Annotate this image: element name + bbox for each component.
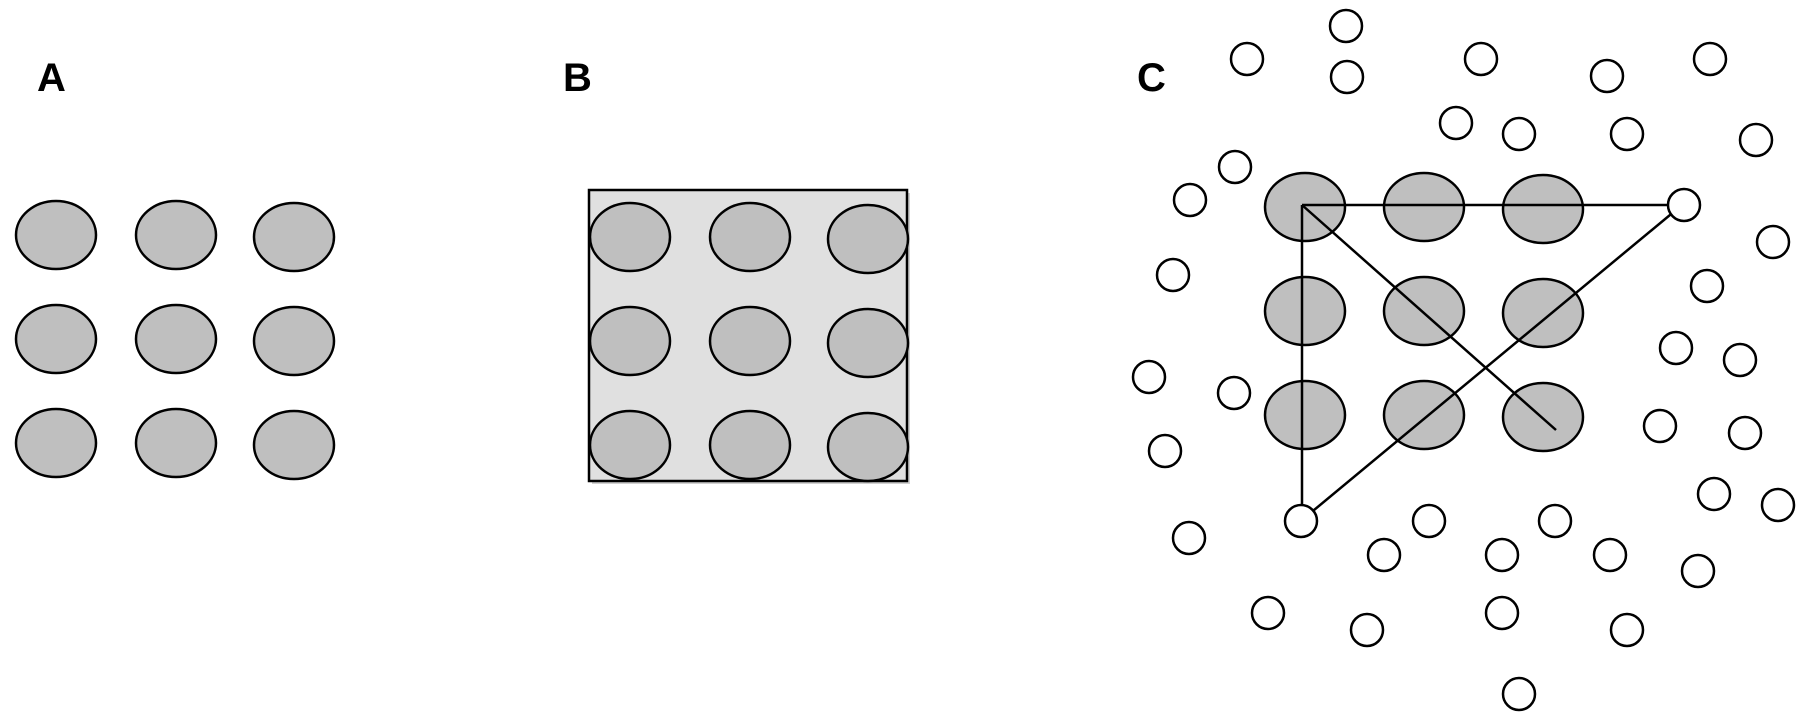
panel-b-circle: [708, 409, 792, 481]
panel-c-small-circle: [1172, 182, 1208, 218]
panel-c-small-circle: [1696, 476, 1732, 512]
panel-a-circle: [134, 303, 218, 375]
panel-a-circle: [252, 409, 336, 481]
panel-b-circle: [588, 201, 672, 273]
panel-c-small-circle: [1537, 503, 1573, 539]
panel-c-line: [1301, 204, 1557, 431]
panel-c-small-circle: [1217, 149, 1253, 185]
panel-c-circle: [1263, 275, 1347, 347]
panel-b-circle: [708, 201, 792, 273]
panel-c-small-circle: [1250, 595, 1286, 631]
panel-c-small-circle: [1689, 268, 1725, 304]
panel-a: A: [14, 56, 336, 481]
panel-c-small-circle: [1609, 116, 1645, 152]
panel-c-small-circle: [1722, 342, 1758, 378]
panel-c-circle: [1382, 379, 1466, 451]
panel-c-small-circle: [1501, 676, 1537, 712]
panel-c-circle-grid: [1263, 171, 1585, 453]
panel-c-small-circle: [1680, 553, 1716, 589]
panel-c-small-circle: [1463, 41, 1499, 77]
panel-c-small-circle: [1755, 224, 1791, 260]
panel-c-small-circle: [1727, 415, 1763, 451]
panel-b-circle: [588, 305, 672, 377]
panel-c-small-circle: [1283, 503, 1319, 539]
panel-b-label: B: [563, 56, 592, 100]
panel-c-triangle-lines: [1300, 203, 1683, 521]
panel-b-circle: [826, 307, 910, 379]
panel-c-small-circle: [1609, 612, 1645, 648]
panel-a-circle: [14, 199, 98, 271]
panel-a-label: A: [37, 56, 66, 100]
panel-a-circle: [134, 199, 218, 271]
panel-a-circle: [134, 407, 218, 479]
panel-c-small-circle: [1411, 503, 1447, 539]
panel-b-circle: [708, 305, 792, 377]
panel-c-small-circle: [1438, 105, 1474, 141]
panel-a-circle: [14, 303, 98, 375]
panel-c-small-circle: [1760, 487, 1796, 523]
panel-a-circle: [14, 407, 98, 479]
panel-c-small-circle: [1147, 433, 1183, 469]
panel-c-small-circle: [1229, 41, 1265, 77]
panel-c-small-circle: [1484, 537, 1520, 573]
panel-c-small-circle: [1484, 595, 1520, 631]
panel-c-label: C: [1137, 56, 1166, 100]
panel-c-small-circle: [1692, 41, 1728, 77]
panel-c-small-circle: [1131, 359, 1167, 395]
panel-b-circle: [588, 409, 672, 481]
panel-c-small-circle: [1738, 122, 1774, 158]
panel-c-small-circle: [1171, 520, 1207, 556]
panel-c-small-circle: [1349, 612, 1385, 648]
panel-b-circle: [826, 203, 910, 275]
panel-c-small-circle: [1501, 116, 1537, 152]
panel-a-circle: [252, 305, 336, 377]
panel-c-small-circle: [1592, 537, 1628, 573]
panel-c: C: [1131, 8, 1796, 712]
panel-c-small-circle: [1328, 8, 1364, 44]
panel-c-small-circle: [1366, 537, 1402, 573]
panel-c-circle: [1263, 379, 1347, 451]
panel-c-small-circle: [1155, 257, 1191, 293]
panel-c-small-circles: [1131, 8, 1796, 712]
panel-b: B: [563, 56, 910, 484]
panel-c-small-circle: [1666, 187, 1702, 223]
panel-b-circle: [826, 411, 910, 483]
panel-c-small-circle: [1216, 375, 1252, 411]
panel-c-circle: [1382, 171, 1466, 243]
panel-c-small-circle: [1589, 58, 1625, 94]
panel-a-circle-grid: [14, 199, 336, 481]
panel-b-circle-grid: [588, 201, 910, 483]
panel-c-small-circle: [1329, 59, 1365, 95]
panel-c-circle: [1501, 173, 1585, 245]
panel-c-line: [1301, 204, 1683, 521]
panel-c-small-circle: [1642, 408, 1678, 444]
panel-c-circle: [1501, 277, 1585, 349]
panel-a-circle: [252, 201, 336, 273]
panel-c-small-circle: [1658, 330, 1694, 366]
